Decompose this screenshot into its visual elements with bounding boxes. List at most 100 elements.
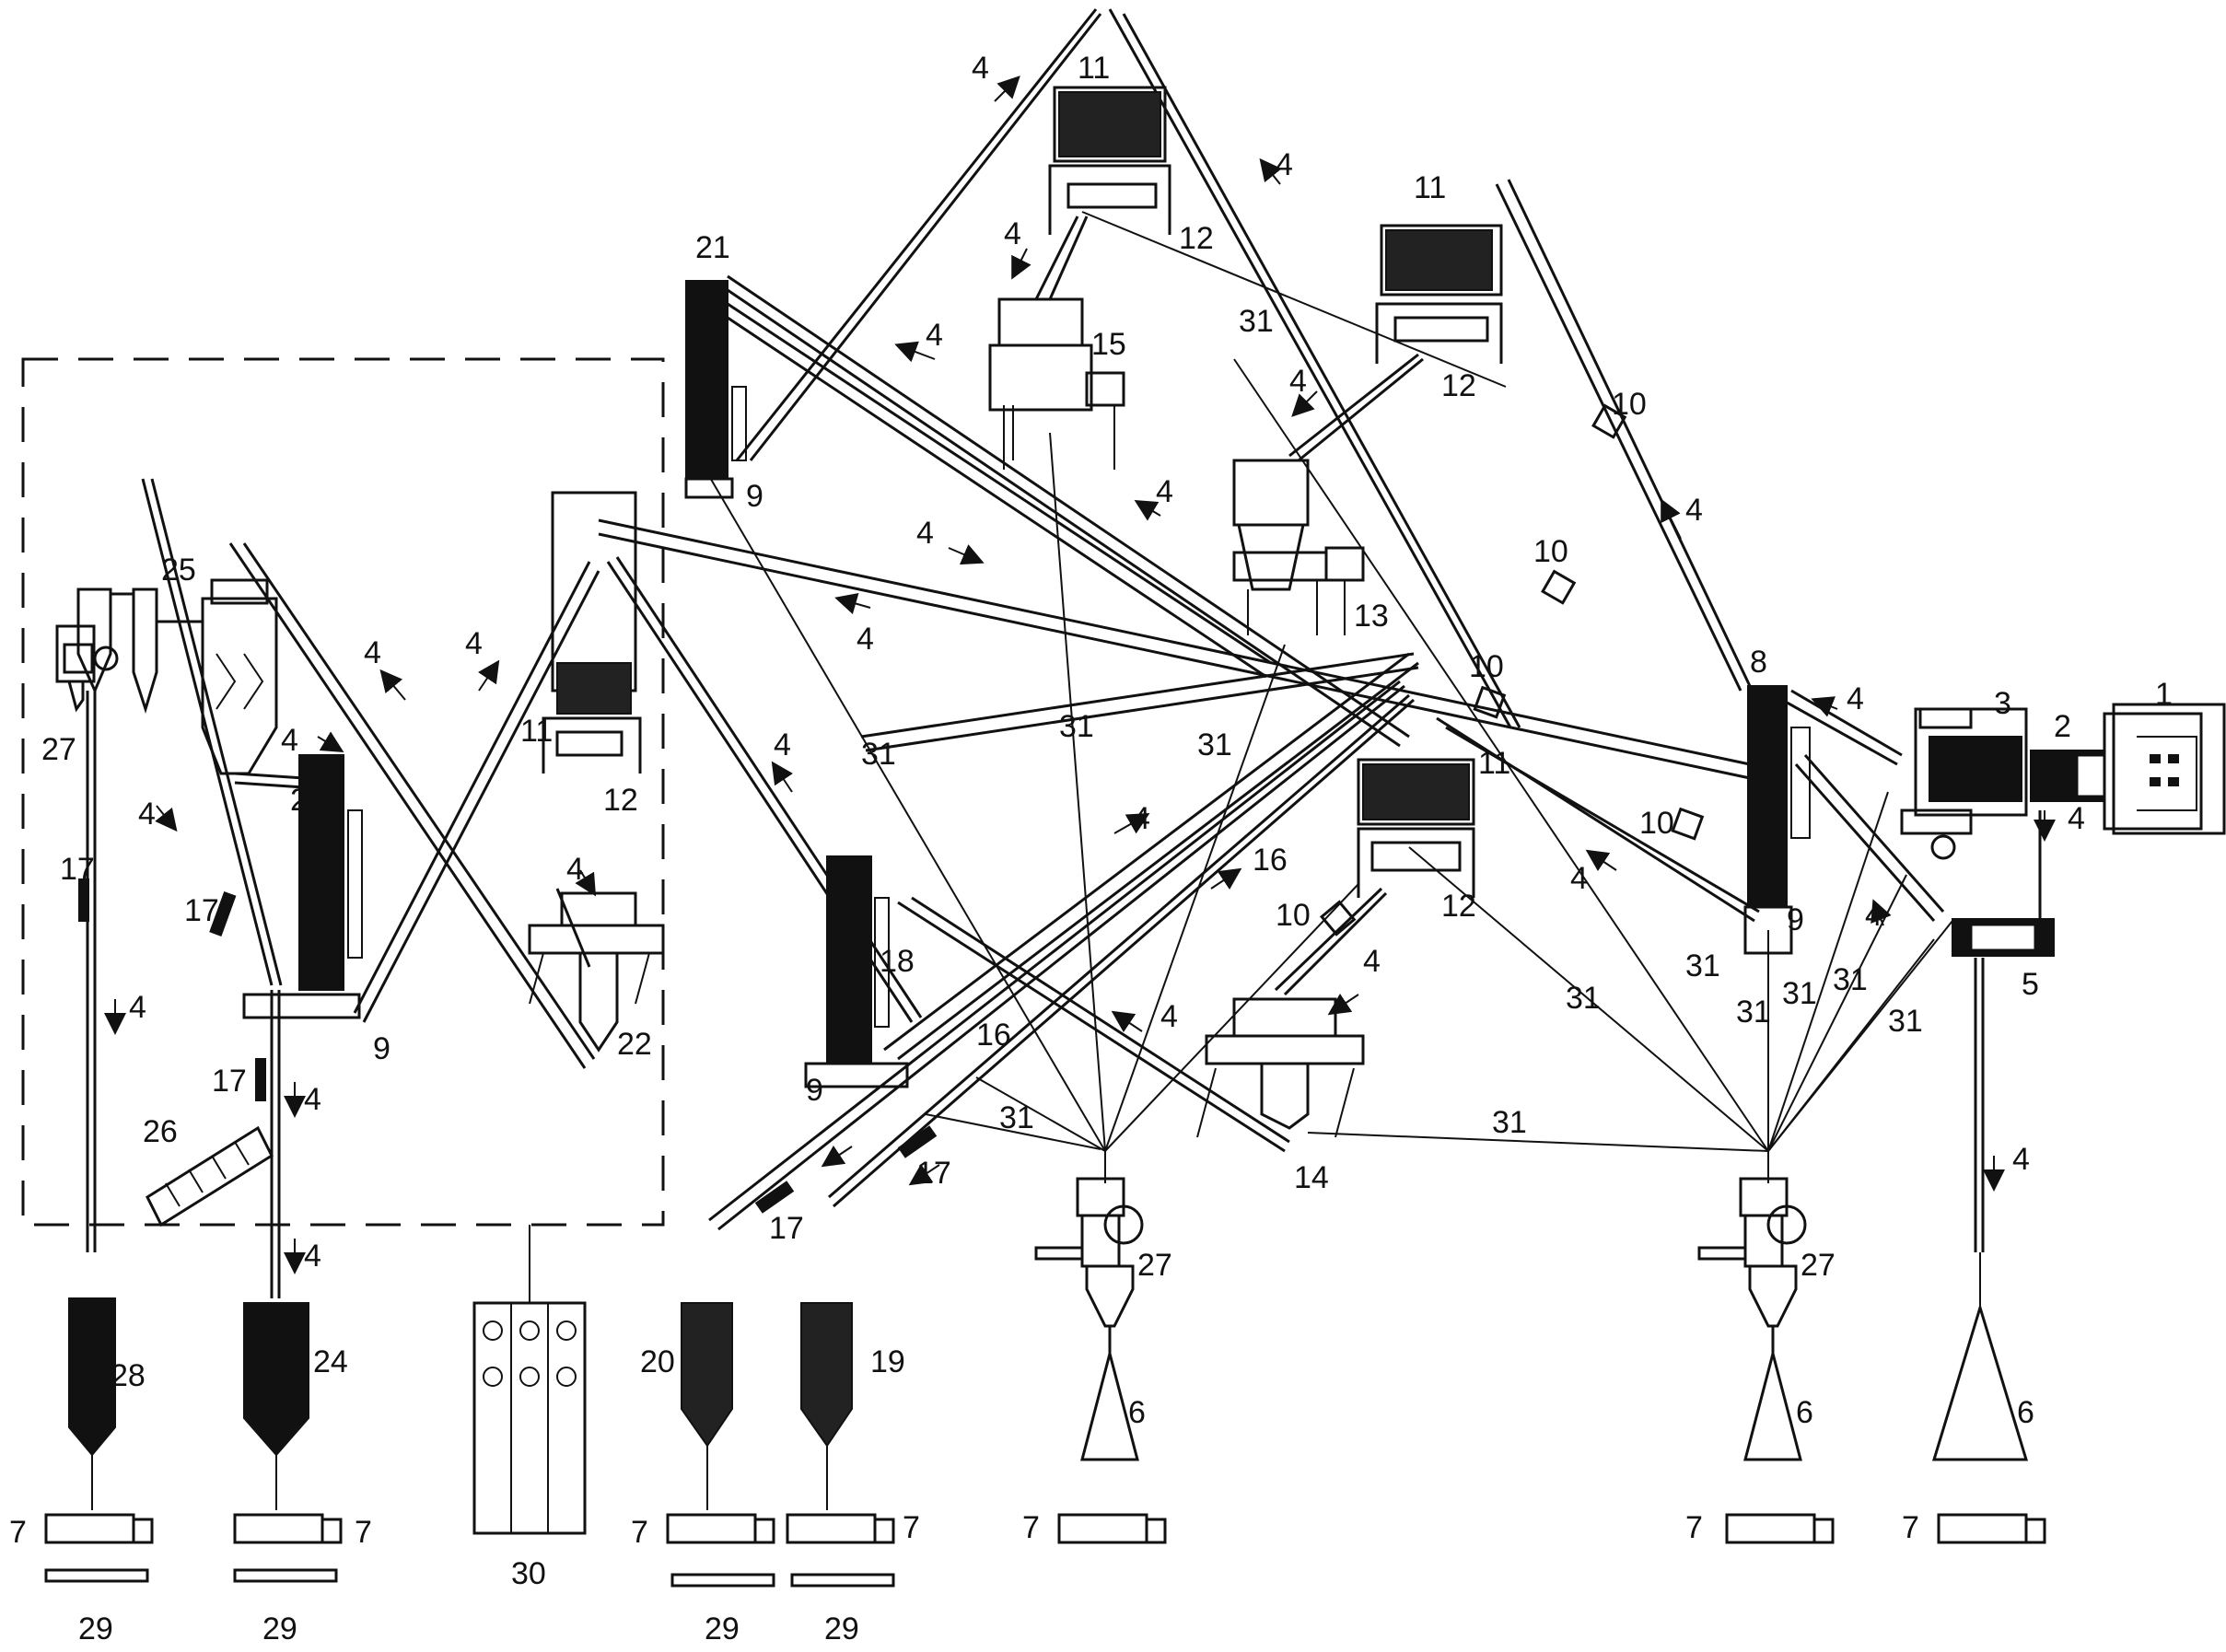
label-4-n: 4: [1363, 944, 1381, 979]
label-4-b: 4: [1276, 147, 1293, 182]
label-29-d: 29: [824, 1611, 859, 1646]
label-4-z: 4: [304, 1239, 321, 1274]
label-31-l: 31: [1888, 1004, 1923, 1039]
control-cabinet-30: [474, 1225, 585, 1533]
label-7-c: 7: [631, 1515, 648, 1550]
bin-11-right: [1377, 226, 1501, 364]
label-4-g: 4: [1156, 474, 1173, 509]
label-17-c: 17: [212, 1064, 247, 1099]
label-4-c: 4: [1004, 216, 1021, 251]
label-31-d: 31: [861, 737, 896, 772]
label-16-b: 16: [976, 1018, 1011, 1053]
silo-20: [682, 1303, 732, 1446]
bin-11-mid: [1358, 760, 1474, 898]
label-15: 15: [1091, 327, 1126, 362]
label-6-c: 6: [2017, 1395, 2034, 1430]
label-7-f: 7: [1685, 1510, 1703, 1545]
label-10-a: 10: [1612, 387, 1647, 422]
label-7-b: 7: [355, 1515, 372, 1550]
label-3: 3: [1994, 686, 2011, 721]
label-4-t: 4: [281, 723, 298, 758]
trucks-7: [46, 1515, 2045, 1542]
silo-24: [244, 1303, 309, 1455]
label-31-c: 31: [1197, 727, 1232, 762]
label-12-d: 12: [603, 783, 638, 818]
cone-crusher-15: [990, 299, 1124, 470]
label-31-g: 31: [1492, 1105, 1527, 1140]
label-17-d: 17: [769, 1211, 804, 1246]
label-1: 1: [2155, 677, 2173, 712]
label-26: 26: [143, 1114, 178, 1149]
label-9-a: 9: [1787, 902, 1804, 937]
label-4-j: 4: [1847, 681, 1864, 716]
label-6-b: 6: [1796, 1395, 1813, 1430]
label-11-b: 11: [1414, 170, 1446, 205]
label-4-a: 4: [972, 51, 989, 86]
label-11-a: 11: [1078, 51, 1110, 86]
label-4-m: 4: [1133, 801, 1150, 836]
label-29-b: 29: [262, 1611, 297, 1646]
label-23: 23: [290, 783, 325, 818]
feeder-hopper-1: [2104, 704, 2224, 833]
label-29-a: 29: [78, 1611, 113, 1646]
label-4-d: 4: [926, 318, 943, 353]
label-4-i: 4: [857, 622, 874, 657]
label-4-e: 4: [1289, 364, 1307, 399]
label-31-e: 31: [999, 1100, 1034, 1135]
label-17-b: 17: [184, 893, 219, 928]
label-2: 2: [2054, 709, 2071, 744]
label-30: 30: [511, 1556, 546, 1591]
label-21: 21: [695, 230, 730, 265]
label-25: 25: [161, 553, 196, 588]
label-24: 24: [313, 1344, 348, 1379]
label-9-d: 9: [373, 1031, 390, 1066]
label-12-a: 12: [1179, 221, 1214, 256]
label-17-a: 17: [60, 852, 95, 887]
label-11-d: 11: [520, 714, 553, 749]
silo-19: [801, 1303, 852, 1446]
label-31-i: 31: [1736, 995, 1771, 1030]
label-31-k: 31: [1833, 962, 1868, 997]
platforms-29: [46, 1570, 893, 1586]
crusher-14: [1197, 999, 1363, 1137]
jaw-crusher-3: [1902, 709, 2026, 858]
label-17-e: 17: [916, 1156, 951, 1191]
label-19: 19: [870, 1344, 905, 1379]
label-4-o: 4: [1160, 999, 1178, 1034]
stockpile-6-right: [1745, 1354, 1801, 1460]
cyclone-27-mid: [1036, 1179, 1142, 1354]
label-31-a: 31: [1239, 304, 1274, 339]
bin-11-left: [543, 493, 640, 774]
label-4-f: 4: [1685, 493, 1703, 528]
label-12-b: 12: [1441, 368, 1476, 403]
label-8: 8: [1750, 645, 1767, 680]
label-4-u: 4: [566, 852, 584, 887]
label-22: 22: [617, 1027, 652, 1062]
bin-11-top: [1050, 87, 1170, 235]
screen-5: [1952, 919, 2054, 956]
label-4-v: 4: [774, 727, 791, 762]
label-14: 14: [1294, 1160, 1329, 1195]
label-4-l: 4: [1570, 861, 1588, 896]
label-7-a: 7: [9, 1515, 27, 1550]
label-27-c: 27: [1801, 1248, 1836, 1283]
label-10-d: 10: [1639, 806, 1674, 841]
vibrating-feeder-2: [2031, 750, 2104, 801]
label-31-h: 31: [1685, 948, 1720, 983]
label-27-b: 27: [1137, 1248, 1172, 1283]
label-5: 5: [2022, 967, 2039, 1002]
label-10-e: 10: [1276, 898, 1311, 933]
magnets-10: [1322, 406, 1702, 935]
label-28: 28: [111, 1358, 146, 1393]
label-31-f: 31: [1566, 981, 1601, 1016]
stockpile-6-far-right: [1934, 1252, 2026, 1460]
label-4-h: 4: [916, 516, 934, 551]
label-4-q: 4: [2012, 1142, 2030, 1177]
label-9-b: 9: [746, 479, 763, 514]
label-7-g: 7: [1902, 1510, 1919, 1545]
label-6-a: 6: [1128, 1395, 1146, 1430]
screen-21: [686, 281, 746, 497]
label-11-c: 11: [1478, 746, 1510, 781]
label-4-k: 4: [2068, 801, 2085, 836]
